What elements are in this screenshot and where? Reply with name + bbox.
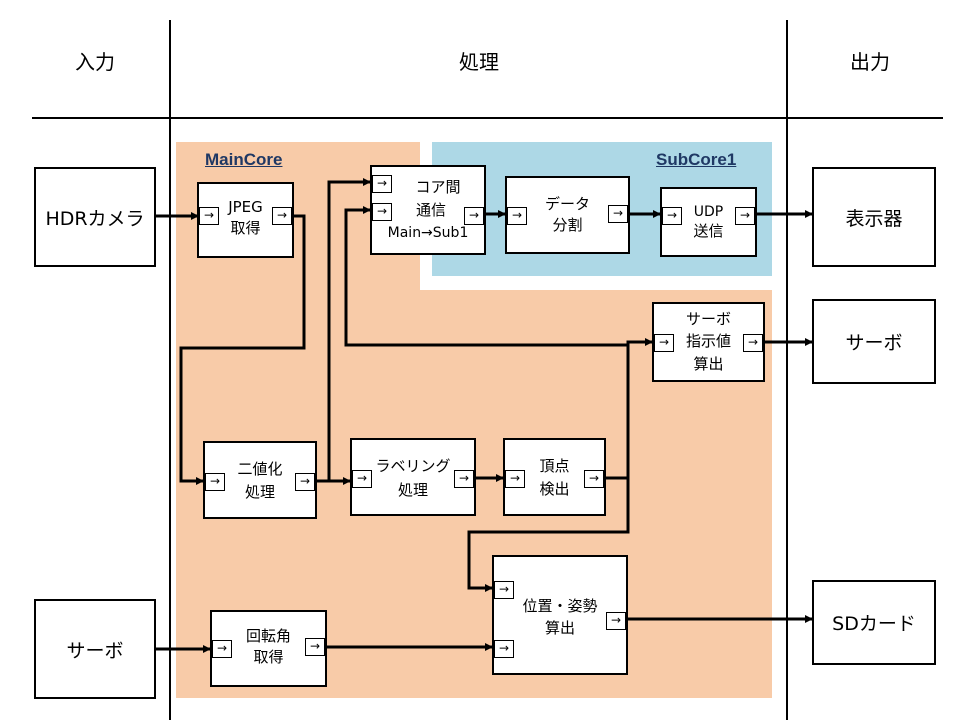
- pose-line-2: 算出: [544, 619, 575, 637]
- port-arrow-icon: →: [507, 207, 527, 225]
- header-output: 出力: [850, 50, 890, 74]
- port-arrow-icon: →: [743, 334, 763, 352]
- header-divider: [32, 117, 943, 119]
- header-input: 入力: [75, 50, 115, 74]
- port-arrow-icon: →: [608, 205, 628, 223]
- labeling-line-2: 処理: [397, 481, 428, 499]
- port-arrow-icon: →: [352, 470, 372, 488]
- servo-input: サーボ: [34, 599, 156, 699]
- labeling-line-1: ラベリング: [375, 457, 451, 475]
- vertex-line-1: 頂点: [539, 457, 570, 475]
- port-arrow-icon: →: [272, 207, 292, 225]
- sdcard-output: SDカード: [812, 580, 936, 665]
- servo-cmd-line-1: サーボ: [685, 310, 731, 328]
- rotation-angle-block: 回転角 取得 → →: [210, 610, 327, 687]
- angle-line-1: 回転角: [245, 627, 291, 645]
- port-arrow-icon: →: [505, 470, 525, 488]
- header-process: 処理: [459, 50, 499, 74]
- core-comm-block: コア間 通信 Main→Sub1 → → →: [370, 165, 486, 255]
- port-arrow-icon: →: [494, 581, 514, 599]
- udp-line-2: 送信: [693, 222, 724, 240]
- binarize-line-1: 二値化: [237, 460, 283, 478]
- comm-line-1: コア間: [415, 178, 461, 196]
- port-arrow-icon: →: [295, 473, 315, 491]
- port-arrow-icon: →: [654, 334, 674, 352]
- labeling-block: ラベリング 処理 → →: [350, 438, 476, 516]
- port-arrow-icon: →: [305, 638, 325, 656]
- udp-send-block: UDP 送信 → →: [660, 187, 757, 257]
- split-line-2: 分割: [552, 216, 583, 234]
- jpeg-line-2: 取得: [230, 219, 261, 237]
- port-arrow-icon: →: [372, 203, 392, 221]
- jpeg-line-1: JPEG: [228, 198, 263, 216]
- port-arrow-icon: →: [494, 640, 514, 658]
- split-line-1: データ: [544, 195, 590, 213]
- wire-jpeg-binarize: [179, 214, 306, 485]
- binarize-block: 二値化 処理 → →: [203, 441, 317, 519]
- pose-line-1: 位置・姿勢: [522, 597, 598, 615]
- data-split-block: データ 分割 → →: [505, 176, 630, 254]
- servo-command-block: サーボ 指示値 算出 → →: [652, 302, 765, 382]
- port-arrow-icon: →: [212, 640, 232, 658]
- wire-servocmd-comm: [344, 206, 628, 347]
- servo-cmd-line-3: 算出: [693, 355, 724, 373]
- port-arrow-icon: →: [372, 175, 392, 193]
- process-output-divider: [786, 20, 788, 720]
- vertex-detect-block: 頂点 検出 → →: [503, 438, 606, 516]
- main-core-label: MainCore: [205, 150, 283, 169]
- port-arrow-icon: →: [584, 470, 604, 488]
- wire-binarize-comm: [327, 178, 371, 481]
- port-arrow-icon: →: [735, 207, 755, 225]
- wire-vertex-pose: [467, 476, 630, 592]
- wire-vertex-servocmd: [626, 338, 653, 478]
- port-arrow-icon: →: [662, 207, 682, 225]
- sub-core-label: SubCore1: [656, 150, 737, 169]
- vertex-line-2: 検出: [539, 480, 570, 498]
- pose-calc-block: 位置・姿勢 算出 → → →: [492, 555, 628, 675]
- comm-line-3: Main→Sub1: [387, 225, 469, 241]
- angle-line-2: 取得: [253, 648, 284, 666]
- port-arrow-icon: →: [464, 207, 484, 225]
- servo-output: サーボ: [812, 299, 936, 384]
- camera-input: HDRカメラ: [34, 167, 156, 267]
- port-arrow-icon: →: [454, 470, 474, 488]
- input-process-divider: [169, 20, 171, 720]
- binarize-line-2: 処理: [244, 483, 275, 501]
- udp-line-1: UDP: [693, 204, 724, 220]
- port-arrow-icon: →: [199, 207, 219, 225]
- comm-line-2: 通信: [415, 201, 446, 219]
- display-output: 表示器: [812, 167, 936, 267]
- jpeg-acquire-block: JPEG 取得 → →: [197, 182, 294, 258]
- servo-cmd-line-2: 指示値: [685, 332, 731, 350]
- port-arrow-icon: →: [205, 473, 225, 491]
- port-arrow-icon: →: [606, 612, 626, 630]
